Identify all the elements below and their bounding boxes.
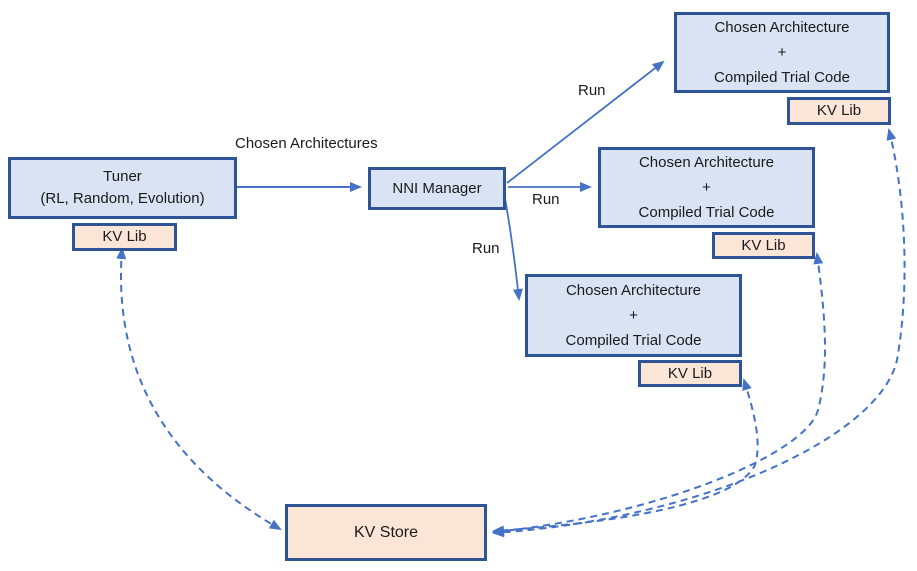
tuner-node: Tuner (RL, Random, Evolution) (8, 157, 237, 219)
trial-node-bottom: Chosen Architecture + Compiled Trial Cod… (525, 274, 742, 357)
edge-nni-to-trial-bottom (503, 192, 523, 301)
trial-label-line3: Compiled Trial Code (714, 69, 850, 86)
edge-kvlib-top-kvstore (492, 128, 906, 538)
edge-label-run-top: Run (578, 82, 606, 99)
trial-label-line1: Chosen Architecture (714, 19, 850, 36)
trial-label-line3: Compiled Trial Code (565, 332, 702, 349)
kv-lib-middle-node: KV Lib (712, 232, 815, 259)
kv-lib-tuner-node: KV Lib (72, 223, 177, 251)
nni-manager-node: NNI Manager (368, 167, 506, 210)
trial-label-line3: Compiled Trial Code (638, 204, 775, 221)
trial-label-line2: + (777, 44, 787, 61)
kv-lib-bottom-node: KV Lib (638, 360, 742, 387)
nni-manager-label: NNI Manager (392, 179, 482, 197)
kv-lib-label: KV Lib (102, 228, 147, 246)
tuner-label-line2: (RL, Random, Evolution) (40, 190, 205, 207)
kv-lib-top-node: KV Lib (787, 97, 891, 125)
trial-label-line1: Chosen Architecture (638, 154, 775, 171)
kv-store-node: KV Store (285, 504, 487, 561)
trial-node-top: Chosen Architecture + Compiled Trial Cod… (674, 12, 890, 93)
kv-lib-label: KV Lib (667, 364, 713, 382)
edge-label-line2: Architectures (290, 135, 378, 152)
trial-label-line1: Chosen Architecture (565, 282, 702, 299)
edge-label-run-middle: Run (532, 191, 560, 208)
trial-label-line2: + (702, 179, 711, 196)
kv-lib-label: KV Lib (816, 102, 862, 120)
edge-kvlib-tuner-kvstore (116, 247, 282, 530)
trial-label-line2: + (629, 307, 638, 324)
edge-label-chosen-architectures: Chosen Architectures (235, 135, 378, 153)
kv-store-label: KV Store (353, 523, 419, 541)
kv-lib-label: KV Lib (741, 236, 786, 254)
trial-node-middle: Chosen Architecture + Compiled Trial Cod… (598, 147, 815, 228)
tuner-label-line1: Tuner (103, 168, 142, 186)
edge-label-line1: Chosen (235, 135, 287, 152)
edge-label-run-bottom: Run (472, 240, 500, 257)
